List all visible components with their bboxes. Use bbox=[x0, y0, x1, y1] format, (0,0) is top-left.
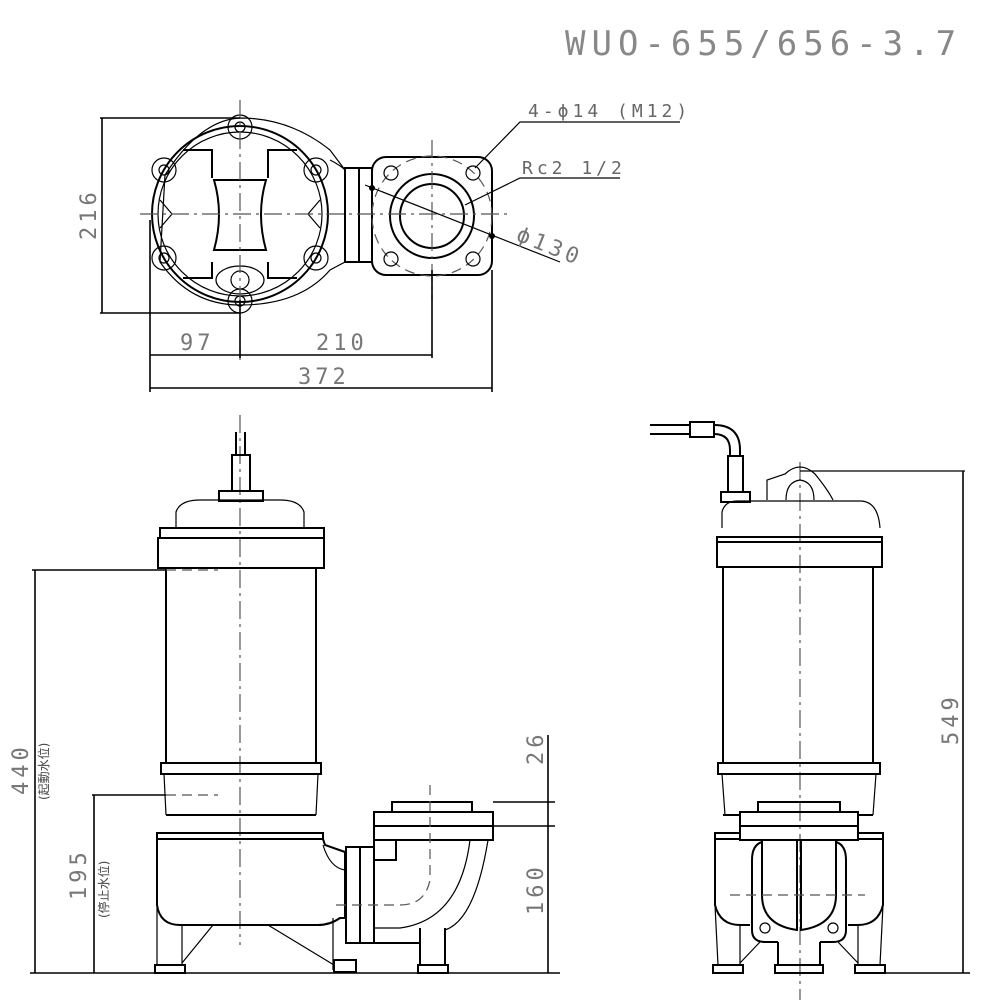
start-level-note: (起動水位) bbox=[36, 743, 51, 800]
top-view: 4-ϕ14 (M12) Rc2 1/2 ϕ130 216 97 210 372 bbox=[77, 100, 691, 392]
dim-195: 195 bbox=[67, 848, 92, 900]
side-view: 549 bbox=[650, 421, 970, 1000]
dim-549: 549 bbox=[939, 693, 964, 745]
dim-210: 210 bbox=[316, 331, 368, 356]
dim-26: 26 bbox=[524, 731, 549, 766]
model-title: WUO-655/656-3.7 bbox=[565, 24, 962, 64]
dim-97: 97 bbox=[180, 331, 215, 356]
pcd-callout: ϕ130 bbox=[513, 222, 586, 271]
dim-372: 372 bbox=[298, 365, 350, 390]
bolt-hole-callout: 4-ϕ14 (M12) bbox=[528, 101, 691, 122]
dim-160: 160 bbox=[524, 863, 549, 915]
stop-level-note: (停止水位) bbox=[96, 861, 111, 918]
thread-callout: Rc2 1/2 bbox=[522, 158, 626, 179]
dim-440: 440 bbox=[9, 743, 34, 795]
front-view: 440 (起動水位) 195 (停止水位) 26 160 bbox=[9, 415, 560, 974]
dim-216: 216 bbox=[77, 188, 102, 240]
